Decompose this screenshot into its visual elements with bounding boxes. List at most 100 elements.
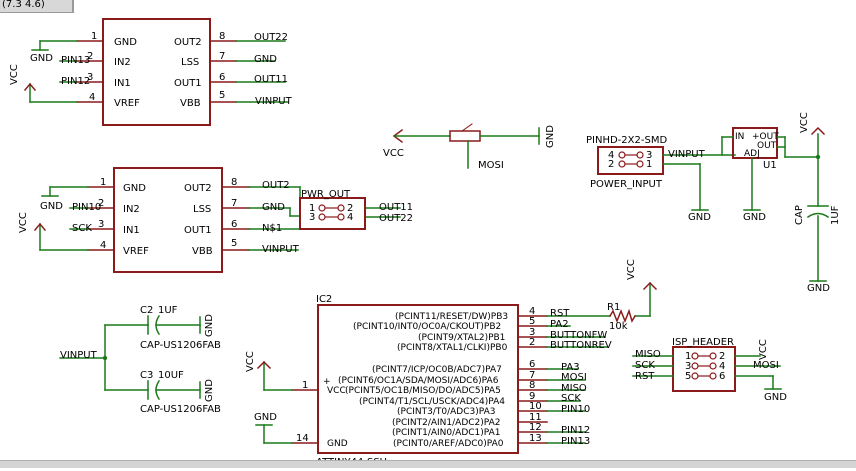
regulator-in-label: IN	[735, 132, 744, 142]
pot-value: MOSI	[478, 160, 504, 171]
junction-dot	[815, 154, 821, 160]
pwr-out-connector[interactable]	[299, 197, 366, 230]
net-label-pin13: PIN13	[61, 55, 90, 66]
driver-top-pin-num: 7	[219, 51, 225, 62]
horizontal-scrollbar[interactable]	[0, 460, 856, 468]
gnd-label: GND	[545, 125, 556, 148]
power-input-pin-num: 2	[608, 159, 614, 170]
vcc-label: VCC	[758, 339, 769, 360]
net-label-pin10: PIN10	[72, 202, 101, 213]
ic2-pin-label: (PCINT3/T0/ADC3)PA3	[397, 407, 495, 417]
driver-mid-pin-num: 1	[100, 177, 106, 188]
ic2-attiny[interactable]	[255, 281, 658, 454]
regulator-name: U1	[763, 160, 777, 171]
ic2-pin-label: (PCINT10/INT0/OC0A/CKOUT)PB2	[353, 322, 501, 332]
net-label-mosi: MOSI	[753, 360, 779, 371]
driver-top-pin-num: 2	[87, 51, 93, 62]
ic2-net-label: BUTTONREV	[550, 340, 612, 351]
driver-top-pin-name: IN2	[114, 57, 131, 68]
ic2-pin-label: (PCINT9/XTAL2)PB1	[418, 333, 505, 343]
driver-top-pin-name: OUT1	[174, 78, 202, 89]
net-label-miso: MISO	[635, 349, 661, 360]
ic2-name: IC2	[316, 294, 332, 305]
ic2-pin-num: 8	[529, 380, 535, 391]
driver-mid-pin-num: 6	[231, 219, 237, 230]
ic2-net-label: PIN10	[561, 404, 590, 415]
gnd-label: GND	[262, 202, 285, 213]
ic2-gnd-label: GND	[327, 439, 348, 449]
isp-name: ISP_HEADER	[672, 337, 734, 348]
ic2-vcc-label: VCC	[327, 386, 346, 396]
isp-pin-num: 1	[685, 351, 691, 362]
potentiometer[interactable]	[392, 123, 540, 169]
ic2-pin-label: (PCINT8/XTAL1/CLKI)PB0	[397, 343, 508, 353]
driver-top-pin-num: 4	[89, 92, 95, 103]
isp-header[interactable]	[632, 346, 782, 392]
driver-top[interactable]	[23, 18, 289, 126]
ic2-pin-num: 14	[296, 433, 309, 444]
net-label-vinput: VINPUT	[60, 350, 98, 361]
ic2-net-label: PIN12	[561, 425, 590, 436]
net-label-vinput: VINPUT	[668, 149, 706, 160]
driver-top-pin-num: 5	[219, 90, 225, 101]
power-input-name: POWER_INPUT	[590, 179, 663, 190]
power-input-header[interactable]	[597, 146, 736, 211]
ic2-pin-num: 7	[529, 370, 535, 381]
driver-mid-body	[113, 167, 223, 273]
coordinate-readout: (7.3 4.6)	[0, 0, 74, 13]
gnd-label: GND	[204, 379, 215, 402]
gnd-label: GND	[254, 412, 277, 423]
c2-package: CAP-US1206FAB	[140, 340, 221, 351]
ic2-net-label: SCK	[561, 393, 581, 404]
driver-mid-pin-num: 5	[231, 238, 237, 249]
vcc-label: VCC	[626, 259, 637, 280]
c3-name: C3	[140, 370, 153, 381]
driver-mid-pin-num: 3	[98, 219, 104, 230]
ic2-pin-num: 12	[529, 422, 542, 433]
power-input-pin-num: 4	[608, 150, 614, 161]
driver-mid-pin-num: 7	[231, 198, 237, 209]
ic2-plus-mark: +	[323, 377, 331, 387]
ic2-pin-num: 9	[529, 391, 535, 402]
pwr-out-pin-num: 2	[347, 203, 353, 214]
driver-mid-pin-name: OUT2	[184, 183, 212, 194]
driver-top-pin-name: IN1	[114, 78, 131, 89]
net-label-n1: N$1	[262, 223, 282, 234]
ic2-net-label: MOSI	[561, 372, 587, 383]
vcc-label: VCC	[383, 148, 404, 159]
c3-package: CAP-US1206FAB	[140, 404, 221, 415]
ic2-net-label: MISO	[561, 383, 587, 394]
net-label-sck: SCK	[72, 223, 92, 234]
driver-mid-pin-name: OUT1	[184, 225, 212, 236]
isp-pin-num: 6	[719, 371, 725, 382]
driver-top-body	[102, 18, 211, 126]
driver-mid-pin-num: 2	[98, 198, 104, 209]
power-input-package: PINHD-2X2-SMD	[586, 135, 667, 146]
ic2-pin-num: 11	[529, 412, 542, 423]
net-label-out11: OUT11	[254, 74, 288, 85]
driver-mid[interactable]	[33, 167, 401, 273]
ic2-pin-label: (PCINT6/OC1A/SDA/MOSI/ADC6)PA6	[338, 376, 499, 386]
r1-name: R1	[607, 302, 620, 313]
ic2-pin-num: 10	[529, 401, 542, 412]
net-label-out11: OUT11	[379, 202, 413, 213]
ic2-pin-label: (PCINT1/AIN0/ADC1)PA1	[392, 428, 501, 438]
driver-mid-pin-name: VREF	[123, 246, 149, 257]
ic2-net-label: PA3	[561, 362, 580, 373]
pwr-out-name: PWR_OUT	[301, 189, 351, 200]
c3-value: 10UF	[158, 370, 184, 381]
driver-mid-pin-num: 4	[100, 240, 106, 251]
regulator-u1[interactable]	[721, 126, 830, 282]
gnd-label: GND	[807, 283, 830, 294]
driver-top-pin-name: LSS	[181, 57, 199, 68]
isp-pin-num: 5	[685, 371, 691, 382]
gnd-label: GND	[688, 212, 711, 223]
gnd-label: GND	[40, 201, 63, 212]
ic2-pin-num: 13	[529, 433, 542, 444]
c2-name: C2	[140, 305, 153, 316]
regulator-adj-label: ADJ	[744, 149, 760, 159]
decoupling-caps[interactable]	[59, 314, 201, 401]
gnd-label: GND	[254, 54, 277, 65]
